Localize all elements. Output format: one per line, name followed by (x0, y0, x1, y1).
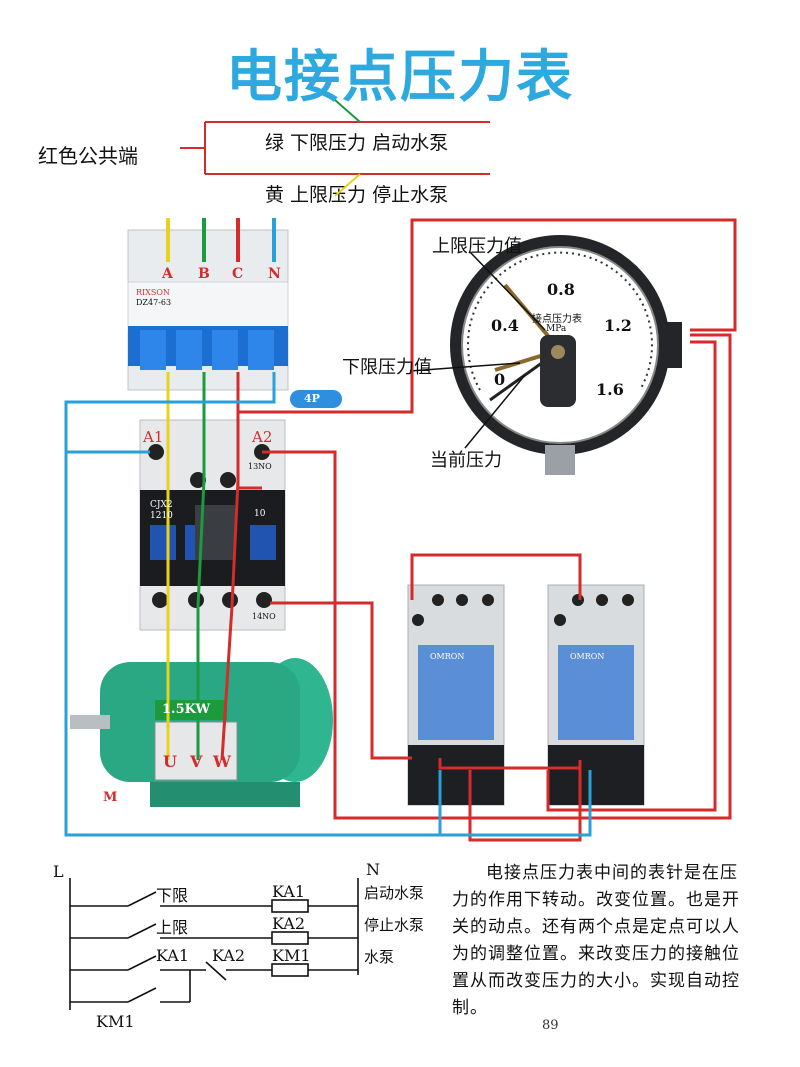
relay-1-brand: OMRON (430, 652, 465, 661)
relay-2-brand: OMRON (570, 652, 605, 661)
gauge-scale-1-6: 1.6 (596, 380, 624, 399)
motor-terminal-w: W (213, 752, 231, 771)
current-pressure-label: 当前压力 (430, 450, 502, 471)
contactor-no-label: 13NO (248, 462, 272, 471)
relay-1 (407, 584, 505, 806)
breaker-poles: 4P (304, 392, 320, 405)
ladder-row1-coil: KA1 (272, 882, 306, 901)
contactor-model: CJX2 (150, 500, 173, 510)
ladder-l-label: L (53, 862, 64, 881)
ladder-row2-desc: 停止水泵 (364, 916, 425, 934)
contactor (139, 419, 286, 631)
gauge-scale-0-4: 0.4 (491, 316, 519, 335)
contactor-a1-label: A1 (143, 428, 164, 446)
motor-label: M (103, 790, 118, 805)
contactor-rating: 1210 (150, 511, 173, 521)
ladder-row1-contact: 下限 (156, 886, 189, 905)
ladder-row1-desc: 启动水泵 (364, 884, 425, 902)
phase-n-label: N (268, 266, 281, 282)
relay-2 (547, 584, 645, 806)
ladder-row2-coil: KA2 (272, 914, 306, 933)
lower-limit-label: 下限压力值 (342, 357, 432, 378)
ladder-row2-contact: 上限 (156, 918, 189, 937)
green-wire-label: 绿 下限压力 启动水泵 (265, 132, 449, 154)
upper-limit-label: 上限压力值 (432, 236, 522, 257)
gauge-scale-0: 0 (494, 370, 506, 389)
page-number: 89 (542, 1018, 559, 1033)
legend-bracket (180, 99, 490, 197)
gauge-scale-0-8: 0.8 (547, 280, 575, 299)
contactor-no-bottom-label: 14NO (252, 612, 276, 621)
contactor-a2-label: A2 (252, 428, 273, 446)
power-wires (64, 218, 737, 842)
yellow-wire-label: 黄 上限压力 停止水泵 (265, 184, 449, 206)
gauge-scale-1-2: 1.2 (604, 316, 632, 335)
breaker-model: DZ47-63 (136, 298, 172, 307)
motor (70, 658, 333, 807)
description-paragraph: 电接点压力表中间的表针是在压力的作用下转动。改变位置。也是开关的动点。还有两个点… (452, 863, 740, 1018)
motor-terminal-u: U (163, 752, 177, 771)
ladder-row3-coil: KM1 (272, 946, 311, 965)
page-title: 电接点压力表 (226, 45, 574, 110)
gauge-name: 接点压力表 (532, 314, 582, 325)
ladder-n-label: N (366, 860, 380, 879)
ladder-row3-contact-ka1: KA1 (156, 946, 190, 965)
phase-b-label: B (198, 266, 210, 282)
phase-a-label: A (162, 266, 173, 282)
ladder-row3-contact-ka2: KA2 (212, 946, 246, 965)
ladder-hold-label: KM1 (96, 1012, 135, 1031)
ladder-row3-desc: 水泵 (364, 948, 395, 966)
breaker-brand: RIXSON (136, 288, 170, 297)
contactor-face-label: 10 (254, 509, 266, 519)
circuit-breaker (127, 229, 342, 408)
ladder-diagram (69, 878, 359, 1010)
motor-power-label: 1.5KW (162, 702, 211, 717)
pressure-gauge (450, 235, 682, 475)
phase-c-label: C (232, 266, 244, 282)
motor-terminal-v: V (190, 752, 203, 771)
gauge-unit: MPa (546, 324, 567, 334)
common-terminal-label: 红色公共端 (38, 144, 138, 168)
